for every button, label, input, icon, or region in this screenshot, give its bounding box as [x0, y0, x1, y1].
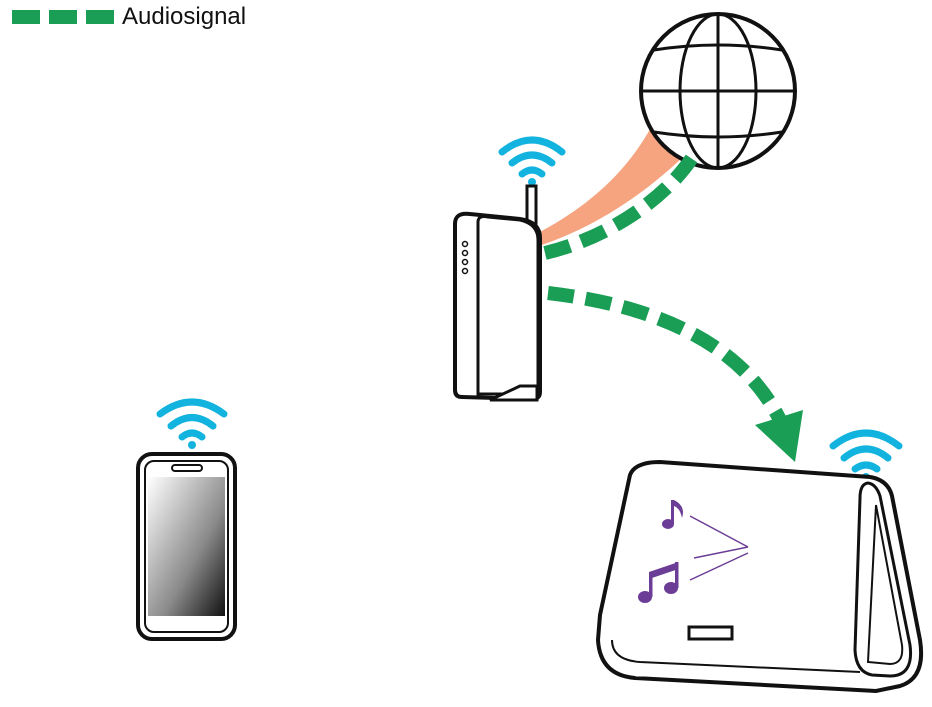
speaker-icon — [595, 459, 923, 694]
internet-connection-band — [540, 118, 690, 245]
audio-signal-arrowhead — [755, 410, 803, 462]
phone-wifi-icon — [156, 398, 228, 449]
music-note-icon — [638, 562, 679, 603]
legend: Audiosignal — [12, 2, 246, 32]
legend-dash-swatch — [12, 10, 114, 24]
sound-rays — [689, 515, 749, 581]
audio-signal-internet-to-router — [543, 153, 698, 260]
router-icon — [453, 184, 542, 402]
audio-signal-router-to-speaker — [547, 286, 787, 424]
smartphone-icon — [136, 452, 237, 641]
music-note-icon — [662, 500, 683, 529]
router-wifi-icon — [498, 136, 566, 186]
legend-label: Audiosignal — [122, 3, 247, 30]
speaker-wifi-icon — [829, 429, 903, 481]
globe-icon — [639, 12, 797, 170]
